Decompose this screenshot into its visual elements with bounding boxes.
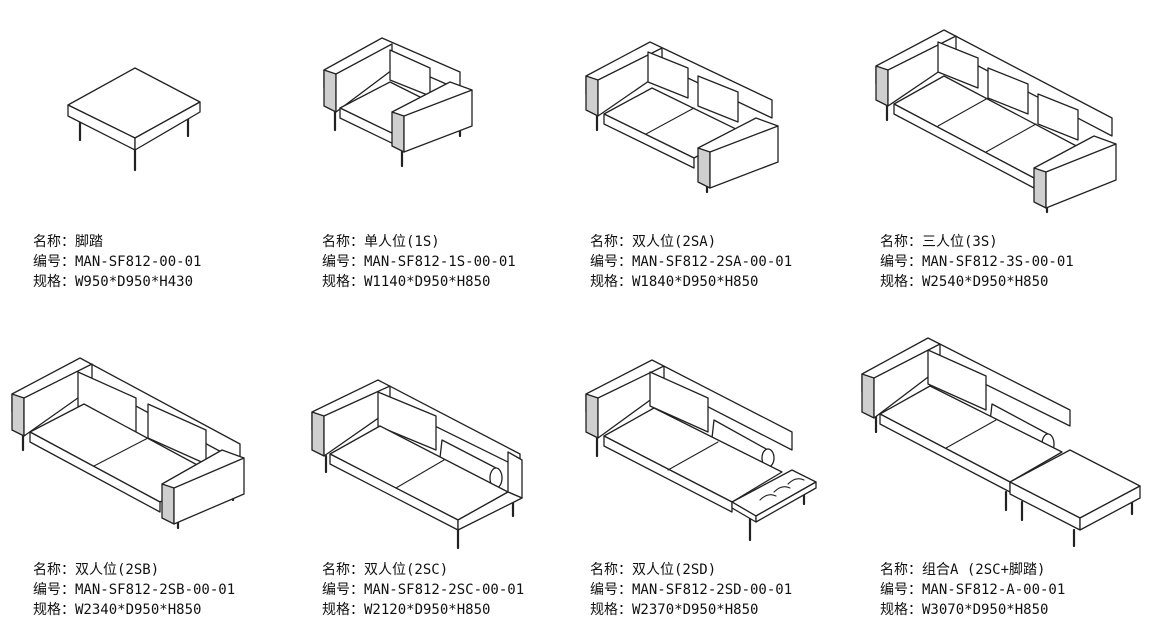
combination-a-drawing xyxy=(858,334,1144,550)
product-name: 名称：单人位(1S) xyxy=(322,234,440,250)
two-seat-2sa-drawing xyxy=(582,36,782,196)
product-code: 编号：MAN-SF812-A-00-01 xyxy=(880,582,1066,598)
product-spec: 规格：W2370*D950*H850 xyxy=(590,602,759,618)
two-seat-2sd-drawing xyxy=(582,354,822,544)
three-seat-caption: 名称：三人位(3S) 编号：MAN-SF812-3S-00-01 规格：W254… xyxy=(880,232,1074,292)
product-name: 名称：组合A (2SC+脚踏) xyxy=(880,562,1046,578)
product-name: 名称：双人位(2SD) xyxy=(590,562,717,578)
product-spec: 规格：W1840*D950*H850 xyxy=(590,274,759,290)
product-spec: 规格：W2120*D950*H850 xyxy=(322,602,491,618)
product-code: 编号：MAN-SF812-3S-00-01 xyxy=(880,254,1074,270)
ottoman-drawing xyxy=(60,60,210,175)
product-code: 编号：MAN-SF812-2SD-00-01 xyxy=(590,582,793,598)
product-code: 编号：MAN-SF812-2SC-00-01 xyxy=(322,582,525,598)
two-seat-2sc-drawing xyxy=(308,372,538,552)
single-seat-caption: 名称：单人位(1S) 编号：MAN-SF812-1S-00-01 规格：W114… xyxy=(322,232,516,292)
product-name: 名称：双人位(2SA) xyxy=(590,234,717,250)
product-name: 名称：脚踏 xyxy=(33,234,103,250)
product-code: 编号：MAN-SF812-2SA-00-01 xyxy=(590,254,793,270)
product-name: 名称：双人位(2SC) xyxy=(322,562,449,578)
product-name: 名称：双人位(2SB) xyxy=(33,562,160,578)
two-seat-2sd-caption: 名称：双人位(2SD) 编号：MAN-SF812-2SD-00-01 规格：W2… xyxy=(590,560,792,620)
two-seat-2sb-caption: 名称：双人位(2SB) 编号：MAN-SF812-2SB-00-01 规格：W2… xyxy=(33,560,235,620)
two-seat-2sa-caption: 名称：双人位(2SA) 编号：MAN-SF812-2SA-00-01 规格：W1… xyxy=(590,232,792,292)
product-spec: 规格：W2540*D950*H850 xyxy=(880,274,1049,290)
combination-a-caption: 名称：组合A (2SC+脚踏) 编号：MAN-SF812-A-00-01 规格：… xyxy=(880,560,1065,620)
two-seat-2sc-caption: 名称：双人位(2SC) 编号：MAN-SF812-2SC-00-01 规格：W2… xyxy=(322,560,524,620)
three-seat-drawing xyxy=(872,26,1122,216)
product-code: 编号：MAN-SF812-2SB-00-01 xyxy=(33,582,236,598)
single-seat-drawing xyxy=(320,30,480,170)
product-spec: 规格：W2340*D950*H850 xyxy=(33,602,202,618)
product-spec: 规格：W3070*D950*H850 xyxy=(880,602,1049,618)
product-spec: 规格：W1140*D950*H850 xyxy=(322,274,491,290)
product-spec: 规格：W950*D950*H430 xyxy=(33,274,194,290)
two-seat-2sb-drawing xyxy=(8,352,248,532)
product-name: 名称：三人位(3S) xyxy=(880,234,998,250)
product-code: 编号：MAN-SF812-1S-00-01 xyxy=(322,254,516,270)
product-code: 编号：MAN-SF812-00-01 xyxy=(33,254,202,270)
ottoman-caption: 名称：脚踏 编号：MAN-SF812-00-01 规格：W950*D950*H4… xyxy=(33,232,201,292)
